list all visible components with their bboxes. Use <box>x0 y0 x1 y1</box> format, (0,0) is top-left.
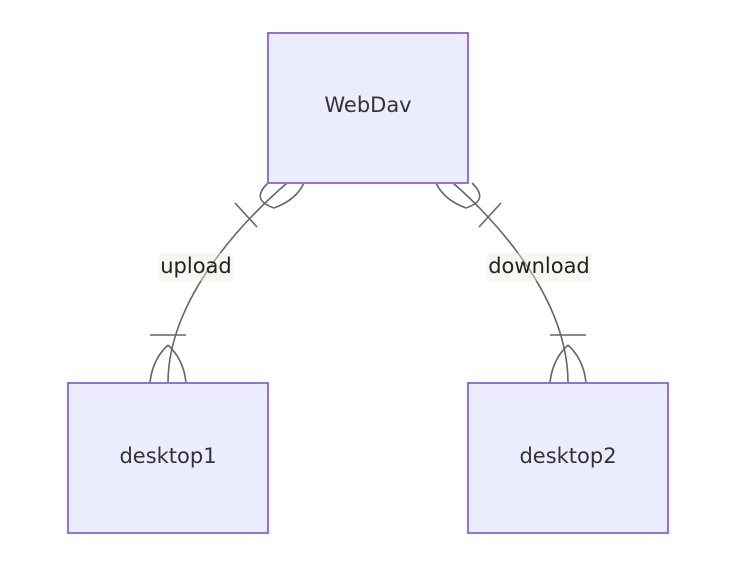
entity-desktop2[interactable]: desktop2 <box>467 382 669 534</box>
crowfoot-marker-webdav-download <box>435 182 502 228</box>
entity-desktop1-label: desktop1 <box>119 444 216 468</box>
download-label: download <box>488 254 590 278</box>
relationship-line-upload <box>167 182 288 384</box>
relationship-line-download <box>452 182 569 384</box>
entity-webdav[interactable]: WebDav <box>267 32 469 184</box>
entity-desktop1[interactable]: desktop1 <box>67 382 269 534</box>
entity-webdav-label: WebDav <box>324 93 411 117</box>
relationship-label-download: download <box>487 253 591 281</box>
entity-desktop2-label: desktop2 <box>519 444 616 468</box>
crowfoot-marker-webdav-upload <box>234 182 305 228</box>
upload-label: upload <box>160 254 232 278</box>
crowfoot-marker-desktop1 <box>149 334 187 384</box>
crowfoot-marker-desktop2 <box>549 334 587 384</box>
relationship-label-upload: upload <box>159 253 233 281</box>
